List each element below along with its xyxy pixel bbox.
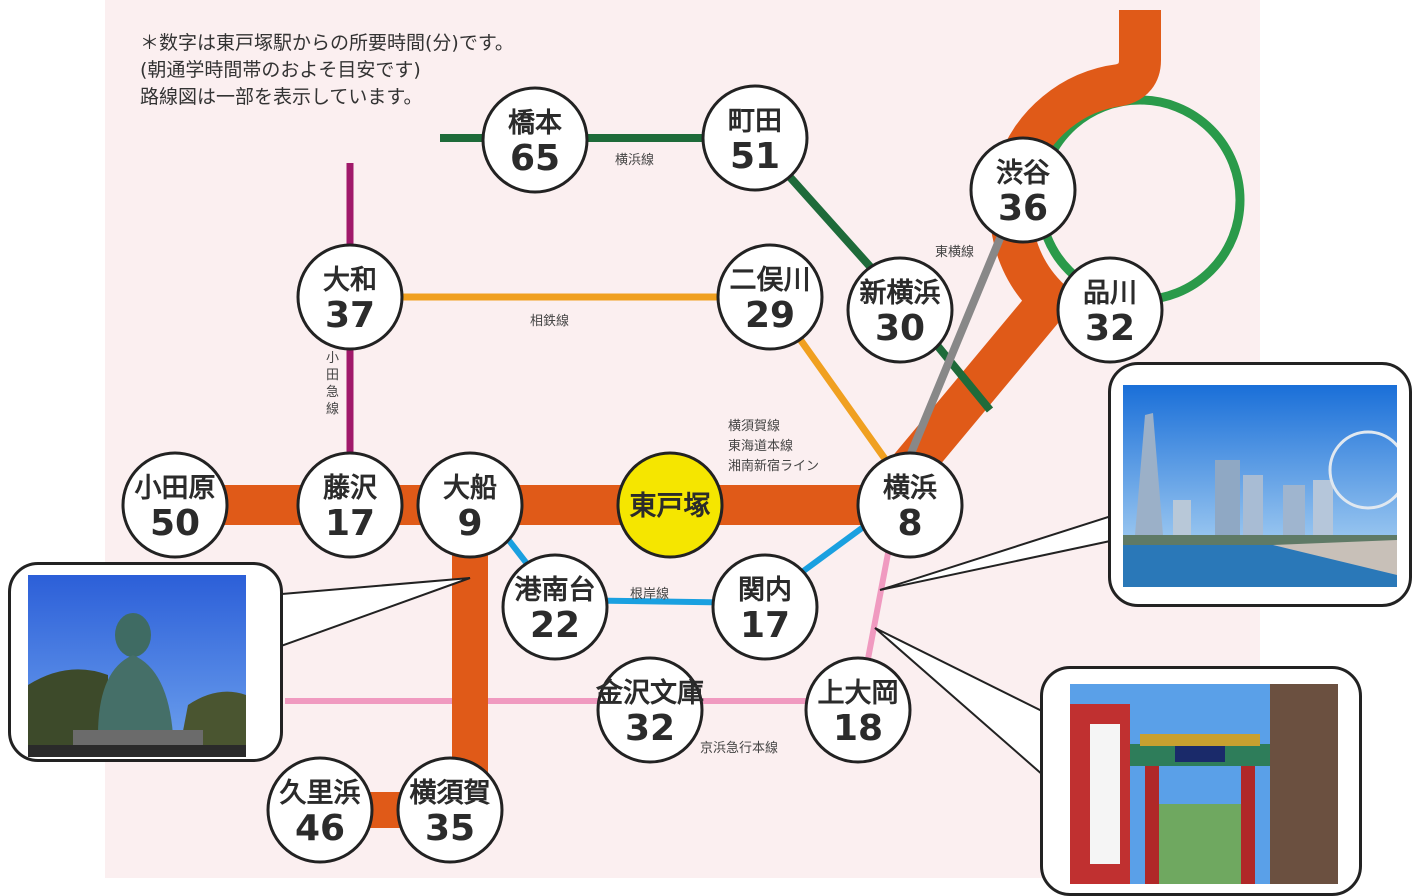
- station-circle: [846, 256, 954, 364]
- station-circle: [716, 243, 824, 351]
- station-name: 町田: [728, 106, 782, 137]
- route-map: 横浜線 東横線 相鉄線 横須賀線 東海道本線 湘南新宿ライン 根岸線 京浜急行本…: [105, 0, 1260, 878]
- station-time: 32: [625, 708, 675, 749]
- note-line-1: ＊数字は東戸塚駅からの所要時間(分)です。: [140, 32, 514, 54]
- station-name: 品川: [1083, 278, 1137, 309]
- station-circle: [804, 656, 912, 764]
- label-jr-2: 東海道本線: [728, 438, 793, 454]
- station-time: 36: [998, 188, 1048, 229]
- station-time: 8: [897, 503, 922, 544]
- station-circle: [396, 756, 504, 864]
- negishi-line: [467, 488, 902, 607]
- station-circle: [711, 553, 819, 661]
- station-circle: [481, 86, 589, 194]
- jr-route-north: [883, 10, 1161, 494]
- station-circle: [616, 451, 724, 559]
- label-jr-1: 横須賀線: [728, 418, 780, 434]
- station-name: 大和: [323, 265, 377, 296]
- minatomirai-photo: [1123, 385, 1397, 587]
- station-higashitotsuka[interactable]: 東戸塚: [616, 451, 724, 559]
- station-name: 上大岡: [818, 678, 899, 709]
- station-name: 金沢文庫: [595, 677, 704, 709]
- station-name: 横浜: [883, 473, 937, 504]
- station-ofuna[interactable]: 大船9: [416, 451, 524, 559]
- station-circle: [296, 451, 404, 559]
- station-name: 大船: [443, 472, 497, 504]
- station-name: 関内: [738, 575, 792, 606]
- label-toyoko-line: 東横線: [935, 244, 974, 260]
- label-jr-3: 湘南新宿ライン: [728, 458, 819, 474]
- station-name: 藤沢: [323, 473, 378, 504]
- label-odakyu-line: 小田急線: [326, 351, 339, 417]
- station-time: 9: [457, 503, 482, 544]
- station-time: 30: [875, 308, 925, 349]
- station-time: 37: [325, 295, 375, 336]
- chinatown-gate-photo: [1070, 684, 1338, 884]
- station-name: 新横浜: [860, 277, 941, 309]
- label-yokohama-line: 横浜線: [615, 152, 654, 168]
- station-name: 久里浜: [280, 778, 361, 809]
- station-name: 横須賀: [410, 778, 491, 809]
- station-circle: [856, 451, 964, 559]
- station-circle: [121, 451, 229, 559]
- station-time: 35: [425, 808, 475, 849]
- station-name: 渋谷: [996, 158, 1051, 189]
- station-time: 29: [745, 295, 795, 336]
- station-time: 17: [740, 605, 790, 646]
- station-time: 22: [530, 605, 580, 646]
- station-circle: [969, 136, 1077, 244]
- station-name: 港南台: [515, 574, 596, 606]
- station-time: 17: [325, 503, 375, 544]
- station-time: 32: [1085, 308, 1135, 349]
- station-name: 東戸塚: [630, 491, 711, 522]
- note-line-3: 路線図は一部を表示しています。: [140, 86, 423, 108]
- yokohama-line: [440, 134, 994, 413]
- station-circle: [416, 451, 524, 559]
- station-name: 小田原: [135, 473, 216, 504]
- label-keikyu-line: 京浜急行本線: [700, 740, 778, 756]
- photo-callout-kamakura: [8, 562, 283, 762]
- station-circle: [1056, 256, 1164, 364]
- photo-callout-minatomirai: [1108, 362, 1412, 607]
- station-yokohama[interactable]: 横浜8: [856, 451, 964, 559]
- station-circle: [596, 656, 704, 764]
- station-time: 18: [833, 708, 883, 749]
- station-time: 46: [295, 808, 345, 849]
- label-negishi-line: 根岸線: [630, 586, 669, 602]
- photo-callout-chinatown: [1040, 666, 1362, 896]
- station-time: 50: [150, 503, 200, 544]
- station-circle: [296, 243, 404, 351]
- station-name: 橋本: [508, 108, 562, 139]
- kamakura-great-buddha-photo: [28, 575, 246, 757]
- label-sotetsu-line: 相鉄線: [530, 313, 569, 329]
- station-circle: [501, 553, 609, 661]
- station-circle: [266, 756, 374, 864]
- station-time: 51: [730, 136, 780, 177]
- station-circle: [701, 84, 809, 192]
- toyoko-line: [896, 188, 1024, 482]
- station-name: 二俣川: [730, 265, 811, 296]
- station-time: 65: [510, 138, 560, 179]
- note-line-2: (朝通学時間帯のおよそ目安です): [140, 59, 421, 81]
